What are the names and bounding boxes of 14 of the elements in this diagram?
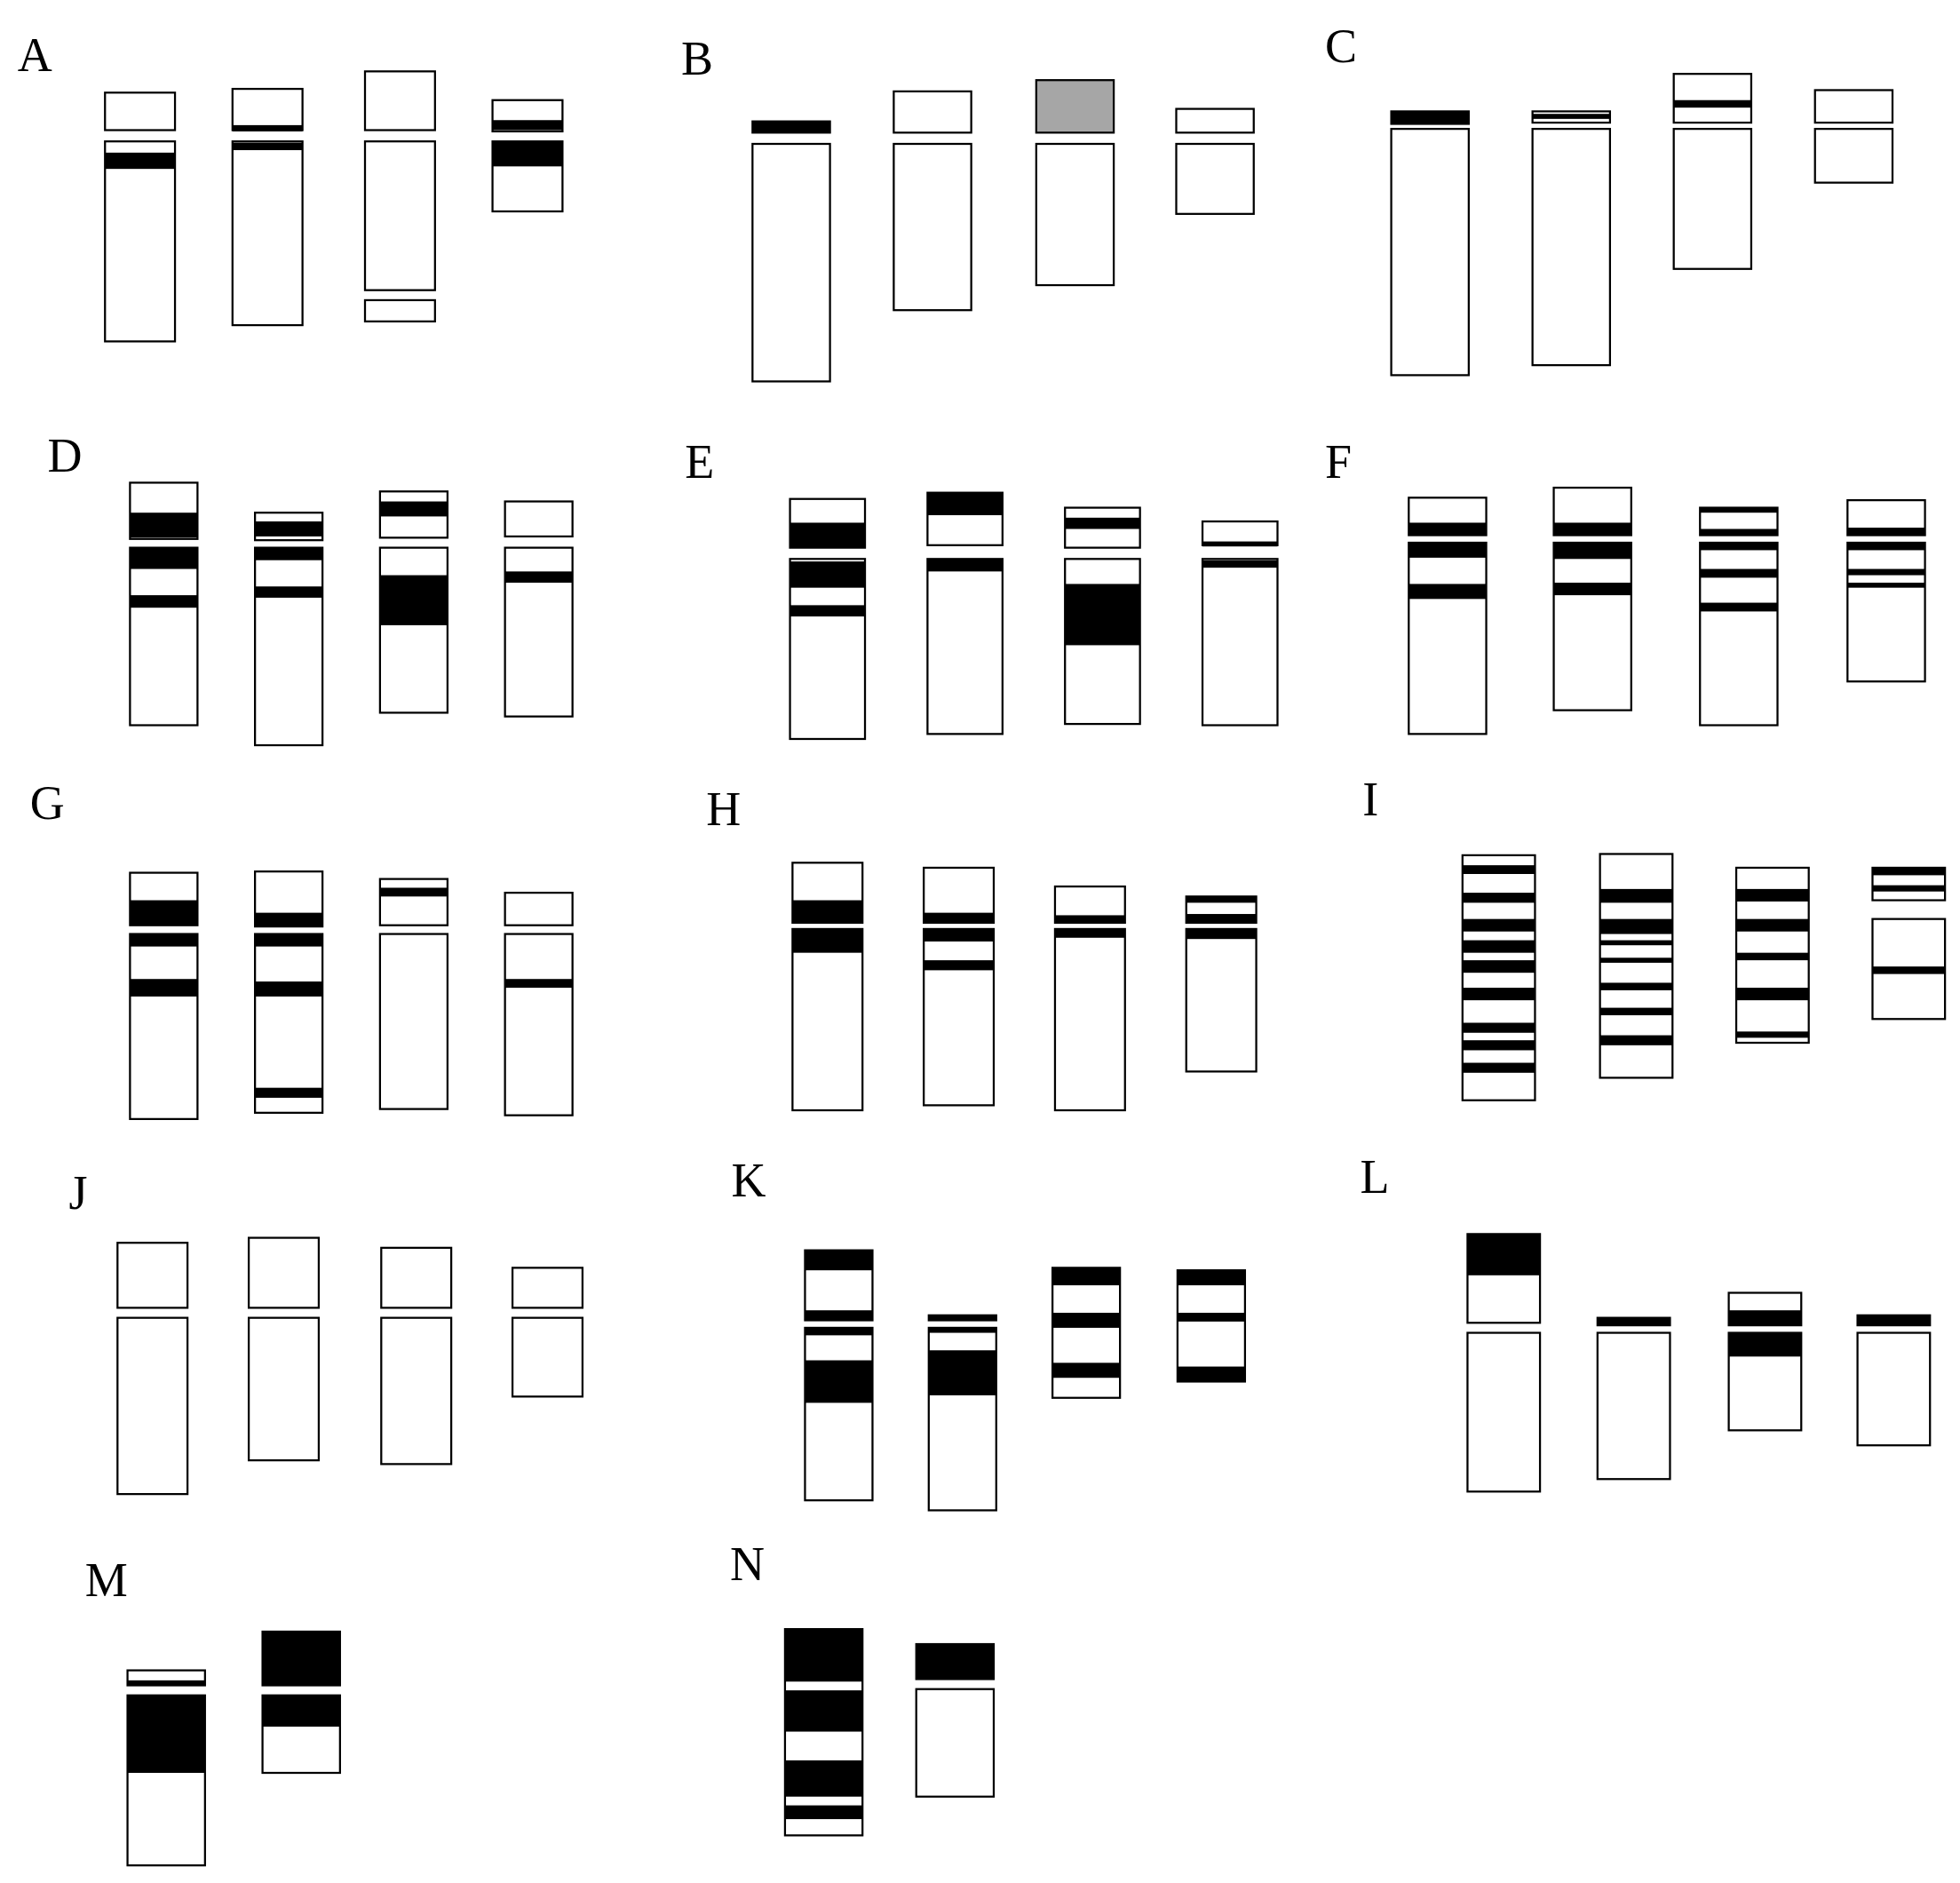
panel-letter: N bbox=[730, 1540, 765, 1589]
panel-letter: G bbox=[29, 778, 65, 827]
panel-letter: J bbox=[68, 1169, 88, 1218]
panel-letter: C bbox=[1324, 22, 1357, 71]
panel-letter: M bbox=[84, 1556, 128, 1605]
panel-letter: E bbox=[685, 437, 715, 486]
panel-letter: D bbox=[47, 431, 83, 480]
panel-letter: I bbox=[1362, 775, 1379, 823]
panel-letter: F bbox=[1324, 437, 1352, 486]
panel-letter: A bbox=[17, 31, 52, 80]
panel-letter: L bbox=[1360, 1152, 1390, 1201]
panel-letter: H bbox=[706, 784, 742, 833]
panel-letter: B bbox=[681, 35, 714, 83]
panel-letter: K bbox=[731, 1156, 766, 1204]
